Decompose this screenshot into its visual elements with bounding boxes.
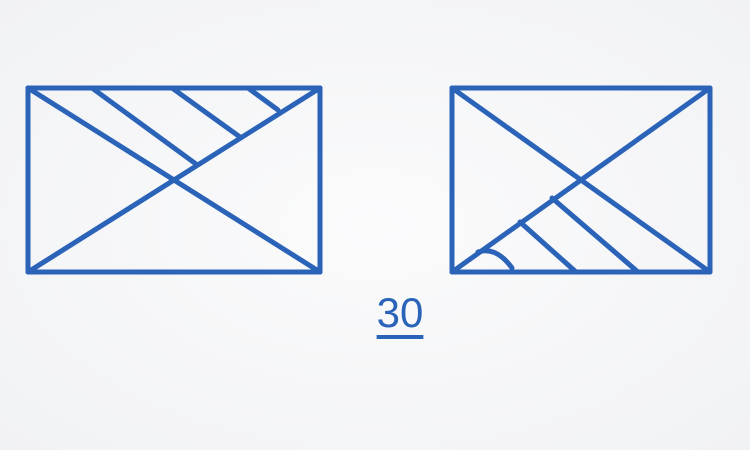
right-hatch-line [475,248,515,271]
right-hatch-line [549,195,641,275]
right-panel [449,85,713,275]
left-panel-diagonal-2 [25,85,323,275]
left-hatch-line [169,85,243,140]
right-hatch-line [517,219,579,275]
left-panel [25,85,323,275]
right-panel-diagonal-2 [449,85,713,275]
right-panel-frame [449,85,713,275]
figure-caption: 30 [376,289,424,336]
left-hatch-line [245,85,281,113]
left-hatch-line [89,85,199,167]
